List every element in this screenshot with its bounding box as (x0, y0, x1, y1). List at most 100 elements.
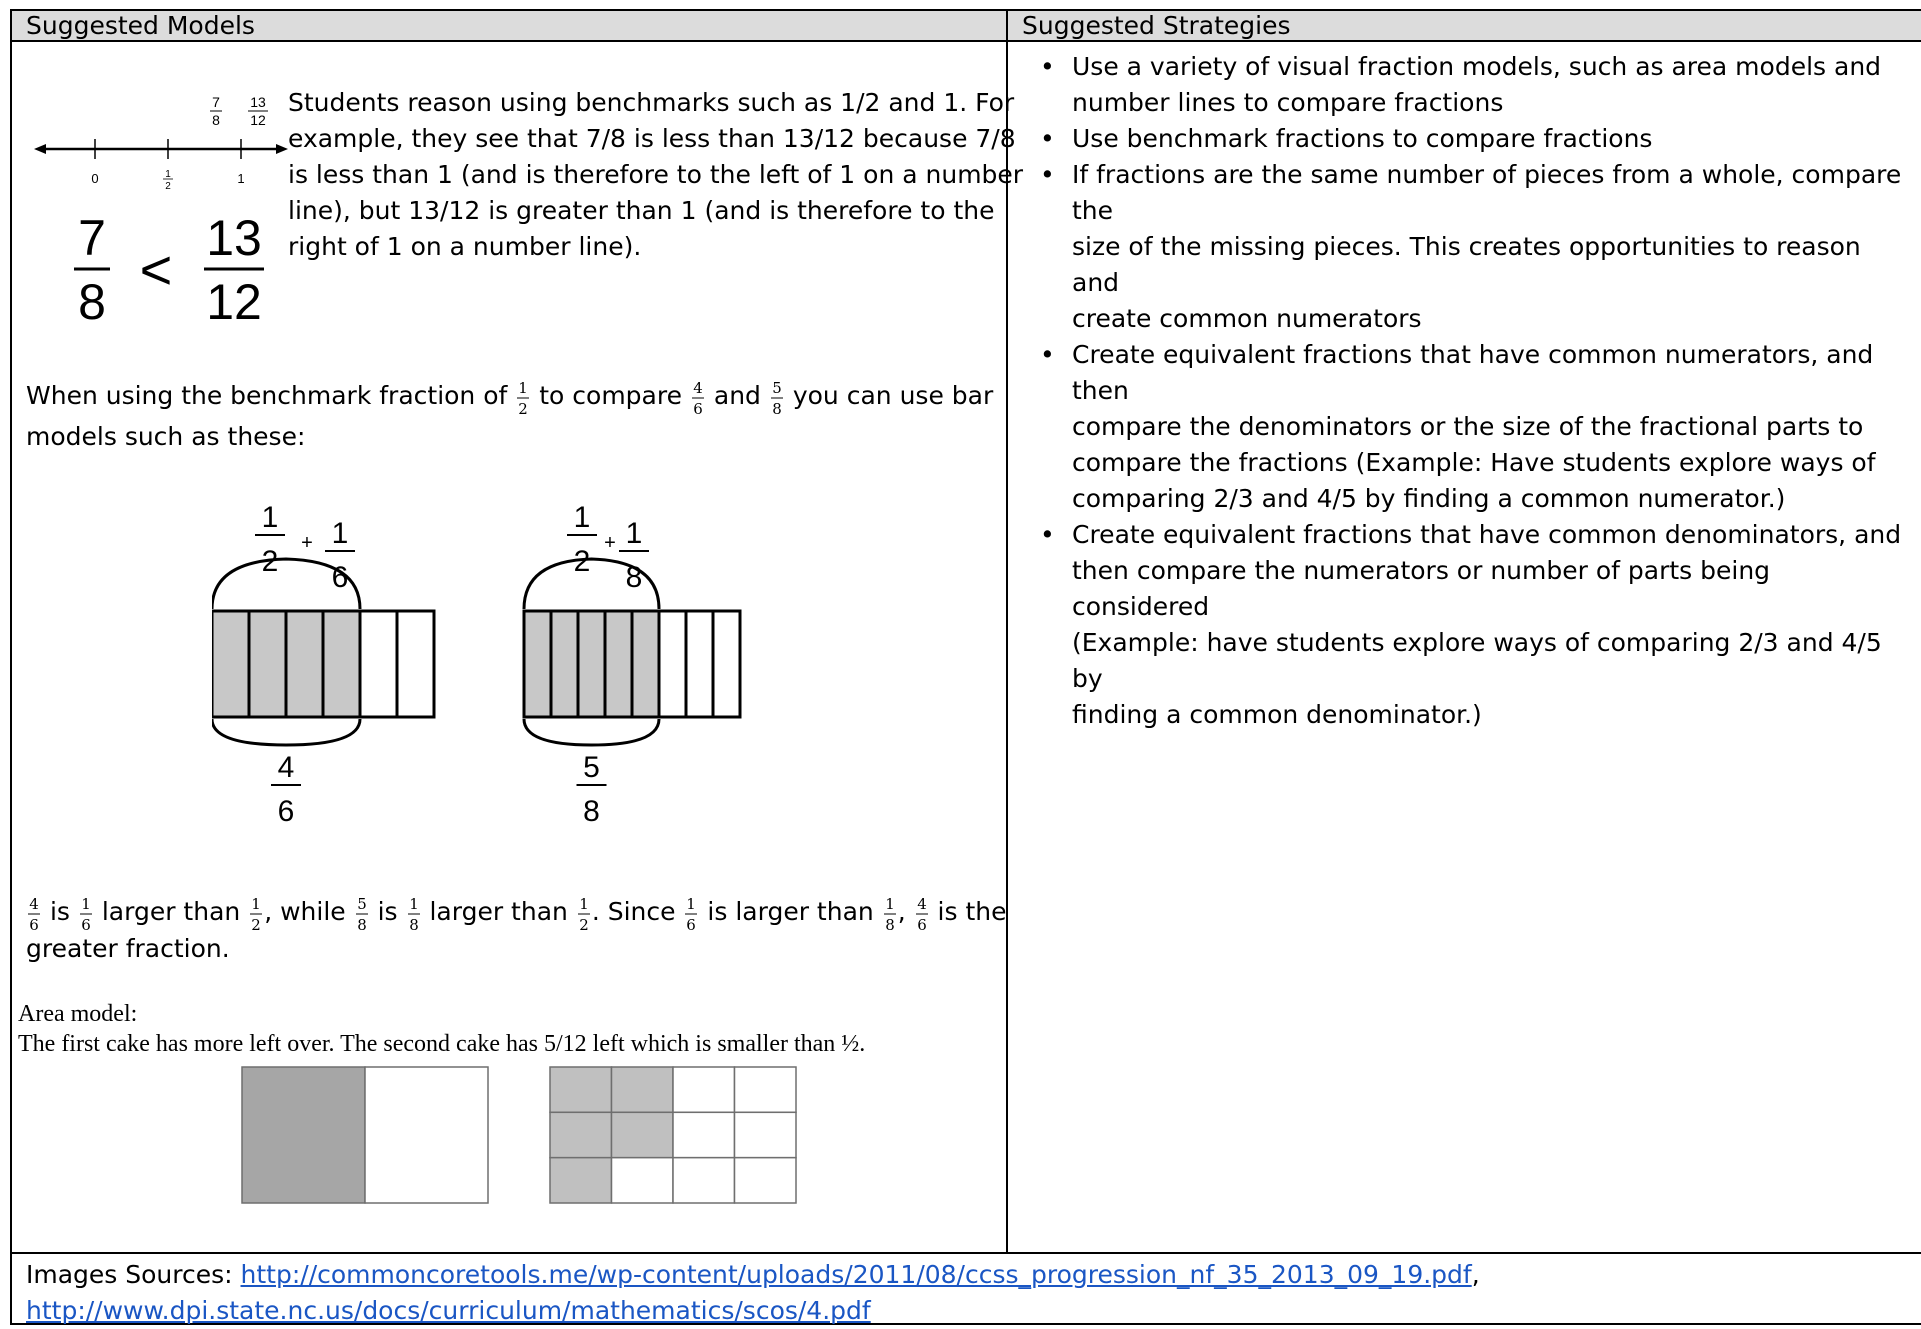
arrow-left-icon (34, 144, 46, 154)
cake-1-cell-1 (241, 1066, 366, 1204)
cake-2-cell-2 (610, 1066, 674, 1114)
cake-2-cell-11 (672, 1156, 736, 1204)
benchmark-line-5: right of 1 on a number line). (288, 232, 642, 261)
source-link-commoncoretools[interactable]: http://commoncoretools.me/wp-content/upl… (240, 1260, 1472, 1289)
inline-fraction-1-2: 12 (517, 379, 530, 418)
area-model-text: Area model: The first cake has more left… (18, 999, 865, 1059)
svg-text:4: 4 (29, 895, 39, 913)
bar-2-top-brace (522, 557, 661, 610)
svg-text:2: 2 (165, 181, 171, 191)
strategy-line: comparing 2/3 and 4/5 by finding a commo… (1072, 484, 1786, 513)
svg-text:1: 1 (579, 895, 589, 913)
svg-text:2: 2 (579, 916, 589, 933)
inline-fraction-1-6-b: 16 (685, 895, 698, 934)
table-header-row: Suggested Models Suggested Strategies (12, 11, 1921, 42)
svg-text:8: 8 (583, 795, 600, 828)
area-model-sentence: The first cake has more left over. The s… (18, 1031, 866, 1057)
bar-intro-text-1: When using the benchmark fraction of (26, 381, 508, 410)
svg-text:6: 6 (81, 916, 91, 933)
svg-text:5: 5 (772, 379, 782, 397)
bar-2-bottom-brace (522, 718, 661, 747)
bar-1-top-brace (212, 557, 362, 610)
cmp-larger-than-2: larger than (429, 897, 568, 926)
bar-1-top-left-fraction: 12 (255, 501, 285, 578)
bar-1-segment-6 (395, 609, 436, 719)
svg-text:8: 8 (212, 112, 220, 128)
column-divider (1006, 11, 1008, 1252)
top-label-7-8: 7 8 (210, 94, 222, 128)
cmp-since: . Since (591, 897, 676, 926)
bar-2-segment-2 (549, 609, 580, 719)
inline-fraction-1-6-a: 16 (79, 895, 92, 934)
benchmark-line-2: example, they see that 7/8 is less than … (288, 124, 1016, 153)
inline-fraction-1-8-b: 18 (883, 895, 896, 934)
bar-2-plus-sign: + (604, 532, 616, 554)
inline-fraction-1-2-a: 12 (250, 895, 263, 934)
strategy-line: Create equivalent fractions that have co… (1072, 520, 1902, 549)
image-sources-footer: Images Sources: http://commoncoretools.m… (26, 1257, 1480, 1329)
svg-text:6: 6 (693, 400, 703, 417)
strategy-line: then compare the numerators or number of… (1072, 556, 1771, 621)
svg-text:1: 1 (262, 501, 279, 534)
cmp-comma: , (897, 897, 906, 926)
less-than-symbol: < (140, 238, 173, 301)
bar-intro-text-3: and (713, 381, 761, 410)
svg-text:1: 1 (885, 895, 895, 913)
cmp-is-the: is the (937, 897, 1007, 926)
bar-1-segment-4 (321, 609, 362, 719)
cake-2-cell-4 (733, 1066, 797, 1114)
header-suggested-models: Suggested Models (26, 11, 255, 40)
strategy-line: (Example: have students explore ways of … (1072, 628, 1882, 693)
bar-1-segment-2 (247, 609, 288, 719)
cake-2-cell-12 (733, 1156, 797, 1204)
bullet-icon: • (1040, 520, 1055, 549)
models-strategies-table: Suggested Models Suggested Strategies 0 … (10, 9, 1921, 1325)
svg-text:13: 13 (250, 94, 266, 110)
bar-2-segment-5 (630, 609, 661, 719)
svg-text:6: 6 (29, 916, 39, 933)
big-right-denominator: 12 (206, 274, 262, 327)
strategy-line: Create equivalent fractions that have co… (1072, 340, 1874, 405)
footer-comma: , (1471, 1260, 1480, 1289)
arrow-right-icon (276, 144, 288, 154)
bar-2-top-right-fraction: 18 (619, 517, 649, 594)
number-line-figure: 0 1 2 1 7 8 13 12 (34, 94, 288, 191)
cake-2-cell-8 (733, 1111, 797, 1159)
benchmark-paragraph: Students reason using benchmarks such as… (288, 85, 1023, 265)
inline-fraction-1-8-a: 18 (407, 895, 420, 934)
bar-2-segment-7 (684, 609, 715, 719)
bar-2-segment-1 (522, 609, 553, 719)
bar-1-segment-3 (284, 609, 325, 719)
bar-1-plus-sign: + (301, 532, 313, 554)
cake-2-cell-1 (549, 1066, 613, 1114)
benchmark-line-4: line), but 13/12 is greater than 1 (and … (288, 196, 995, 225)
big-fraction-comparison: 7 8 < 13 12 (74, 210, 264, 327)
svg-text:8: 8 (409, 916, 419, 933)
strategy-line: compare the fractions (Example: Have stu… (1072, 448, 1876, 477)
bar-1-top-right-fraction: 16 (325, 517, 355, 594)
svg-text:2: 2 (262, 545, 279, 578)
cmp-is-2: is (377, 897, 398, 926)
strategy-line: size of the missing pieces. This creates… (1072, 232, 1861, 297)
source-link-dpi-nc[interactable]: http://www.dpi.state.nc.us/docs/curricul… (26, 1296, 871, 1325)
svg-text:1: 1 (626, 517, 643, 550)
strategy-line: finding a common denominator.) (1072, 700, 1482, 729)
cake-2-cell-5 (549, 1111, 613, 1159)
big-right-numerator: 13 (206, 210, 262, 266)
inline-fraction-5-8: 58 (770, 379, 783, 418)
tick-label-1: 1 (237, 171, 244, 186)
svg-text:8: 8 (357, 916, 367, 933)
image-sources-label: Images Sources: (26, 1260, 241, 1289)
svg-text:2: 2 (251, 916, 261, 933)
tick-label-0: 0 (91, 171, 98, 186)
strategy-line: Use benchmark fractions to compare fract… (1072, 124, 1653, 153)
bar-intro-line-2: models such as these: (26, 422, 306, 451)
strategy-item: •Use benchmark fractions to compare frac… (1030, 121, 1910, 157)
strategy-line: create common numerators (1072, 304, 1422, 333)
inline-fraction-4-6-a: 46 (28, 895, 40, 934)
cmp-is-1: is (49, 897, 70, 926)
svg-text:8: 8 (885, 916, 895, 933)
